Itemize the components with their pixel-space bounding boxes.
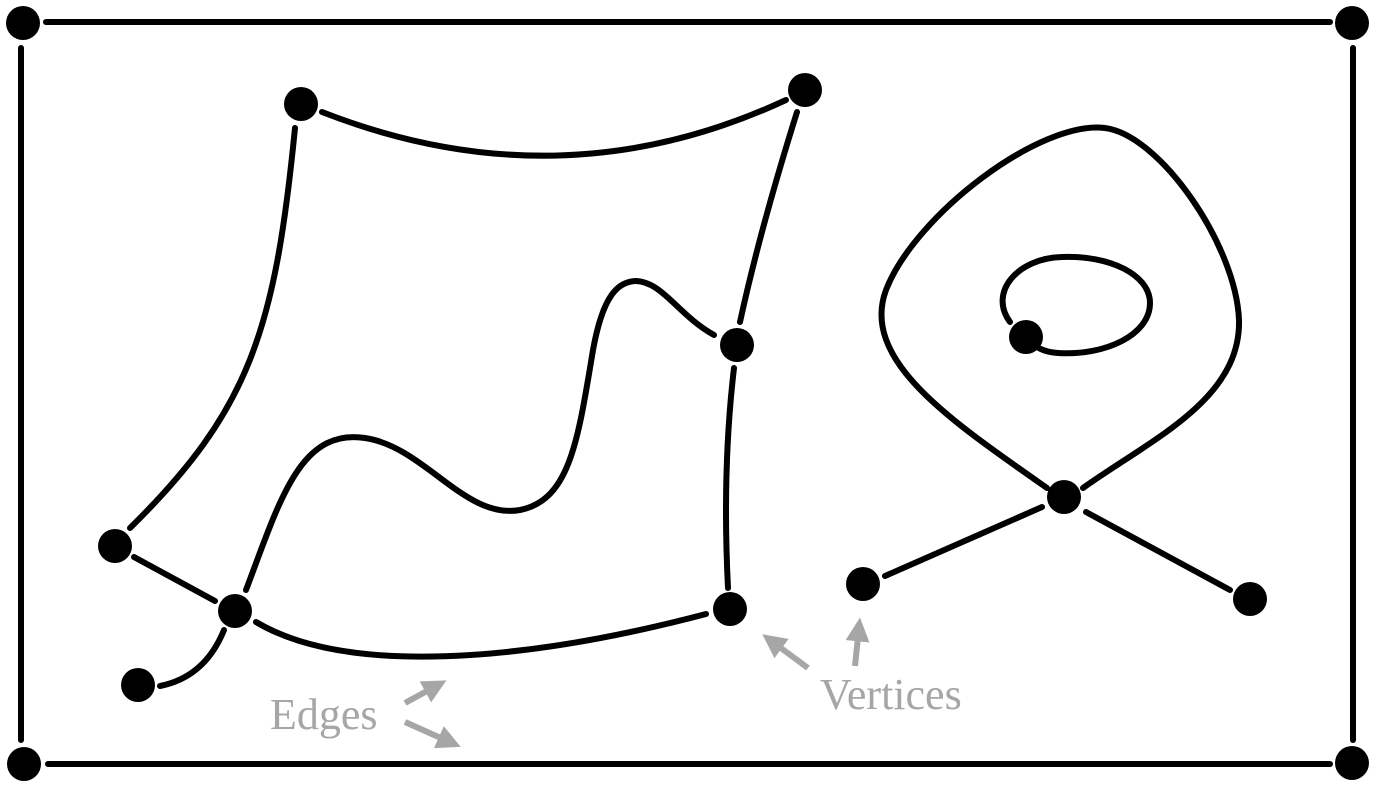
vertex-top-right bbox=[788, 73, 822, 107]
vertex-frame-top-left bbox=[6, 6, 40, 40]
vertex-top-left bbox=[284, 87, 318, 121]
edge-top-curve bbox=[319, 97, 789, 159]
edges-arrow-down bbox=[403, 719, 461, 749]
edge-bottom-curve bbox=[253, 611, 709, 660]
edge-spiral bbox=[999, 253, 1153, 357]
vertex-bottom-right bbox=[713, 592, 747, 626]
outer-frame bbox=[18, 19, 1356, 767]
vertex-cross-right bbox=[1233, 582, 1267, 616]
edge-cross-left bbox=[882, 504, 1045, 579]
edge-big-loop bbox=[878, 124, 1243, 491]
vertices-arrow-up bbox=[845, 617, 870, 667]
vertex-bottom-junction bbox=[218, 594, 252, 628]
right-component-edges bbox=[878, 124, 1243, 593]
edge-right-lower bbox=[723, 365, 737, 591]
vertex-right-middle bbox=[720, 328, 754, 362]
edge-right-upper bbox=[737, 109, 800, 325]
edges-arrow-up bbox=[403, 680, 447, 706]
left-component-edges bbox=[127, 97, 800, 689]
vertex-spiral-end bbox=[1009, 320, 1043, 354]
vertex-left bbox=[98, 529, 132, 563]
vertices-label: Vertices bbox=[820, 670, 962, 719]
vertex-cross-center bbox=[1047, 480, 1081, 514]
edge-pendant-lower-left bbox=[157, 627, 227, 689]
vertices bbox=[6, 6, 1369, 781]
edge-bottom-left-short bbox=[131, 554, 218, 604]
vertex-cross-left bbox=[846, 567, 880, 601]
vertex-frame-top-right bbox=[1335, 6, 1369, 40]
vertex-pendant-lower-left bbox=[121, 668, 155, 702]
vertex-frame-bottom-right bbox=[1335, 746, 1369, 780]
edge-wavy bbox=[243, 278, 717, 593]
edge-left-curve bbox=[127, 125, 298, 531]
vertices-arrow-left bbox=[762, 634, 810, 671]
edges-label: Edges bbox=[270, 690, 378, 739]
annotation-arrows bbox=[403, 617, 870, 749]
edge-cross-right bbox=[1083, 509, 1233, 593]
vertex-frame-bottom-left bbox=[7, 747, 41, 781]
